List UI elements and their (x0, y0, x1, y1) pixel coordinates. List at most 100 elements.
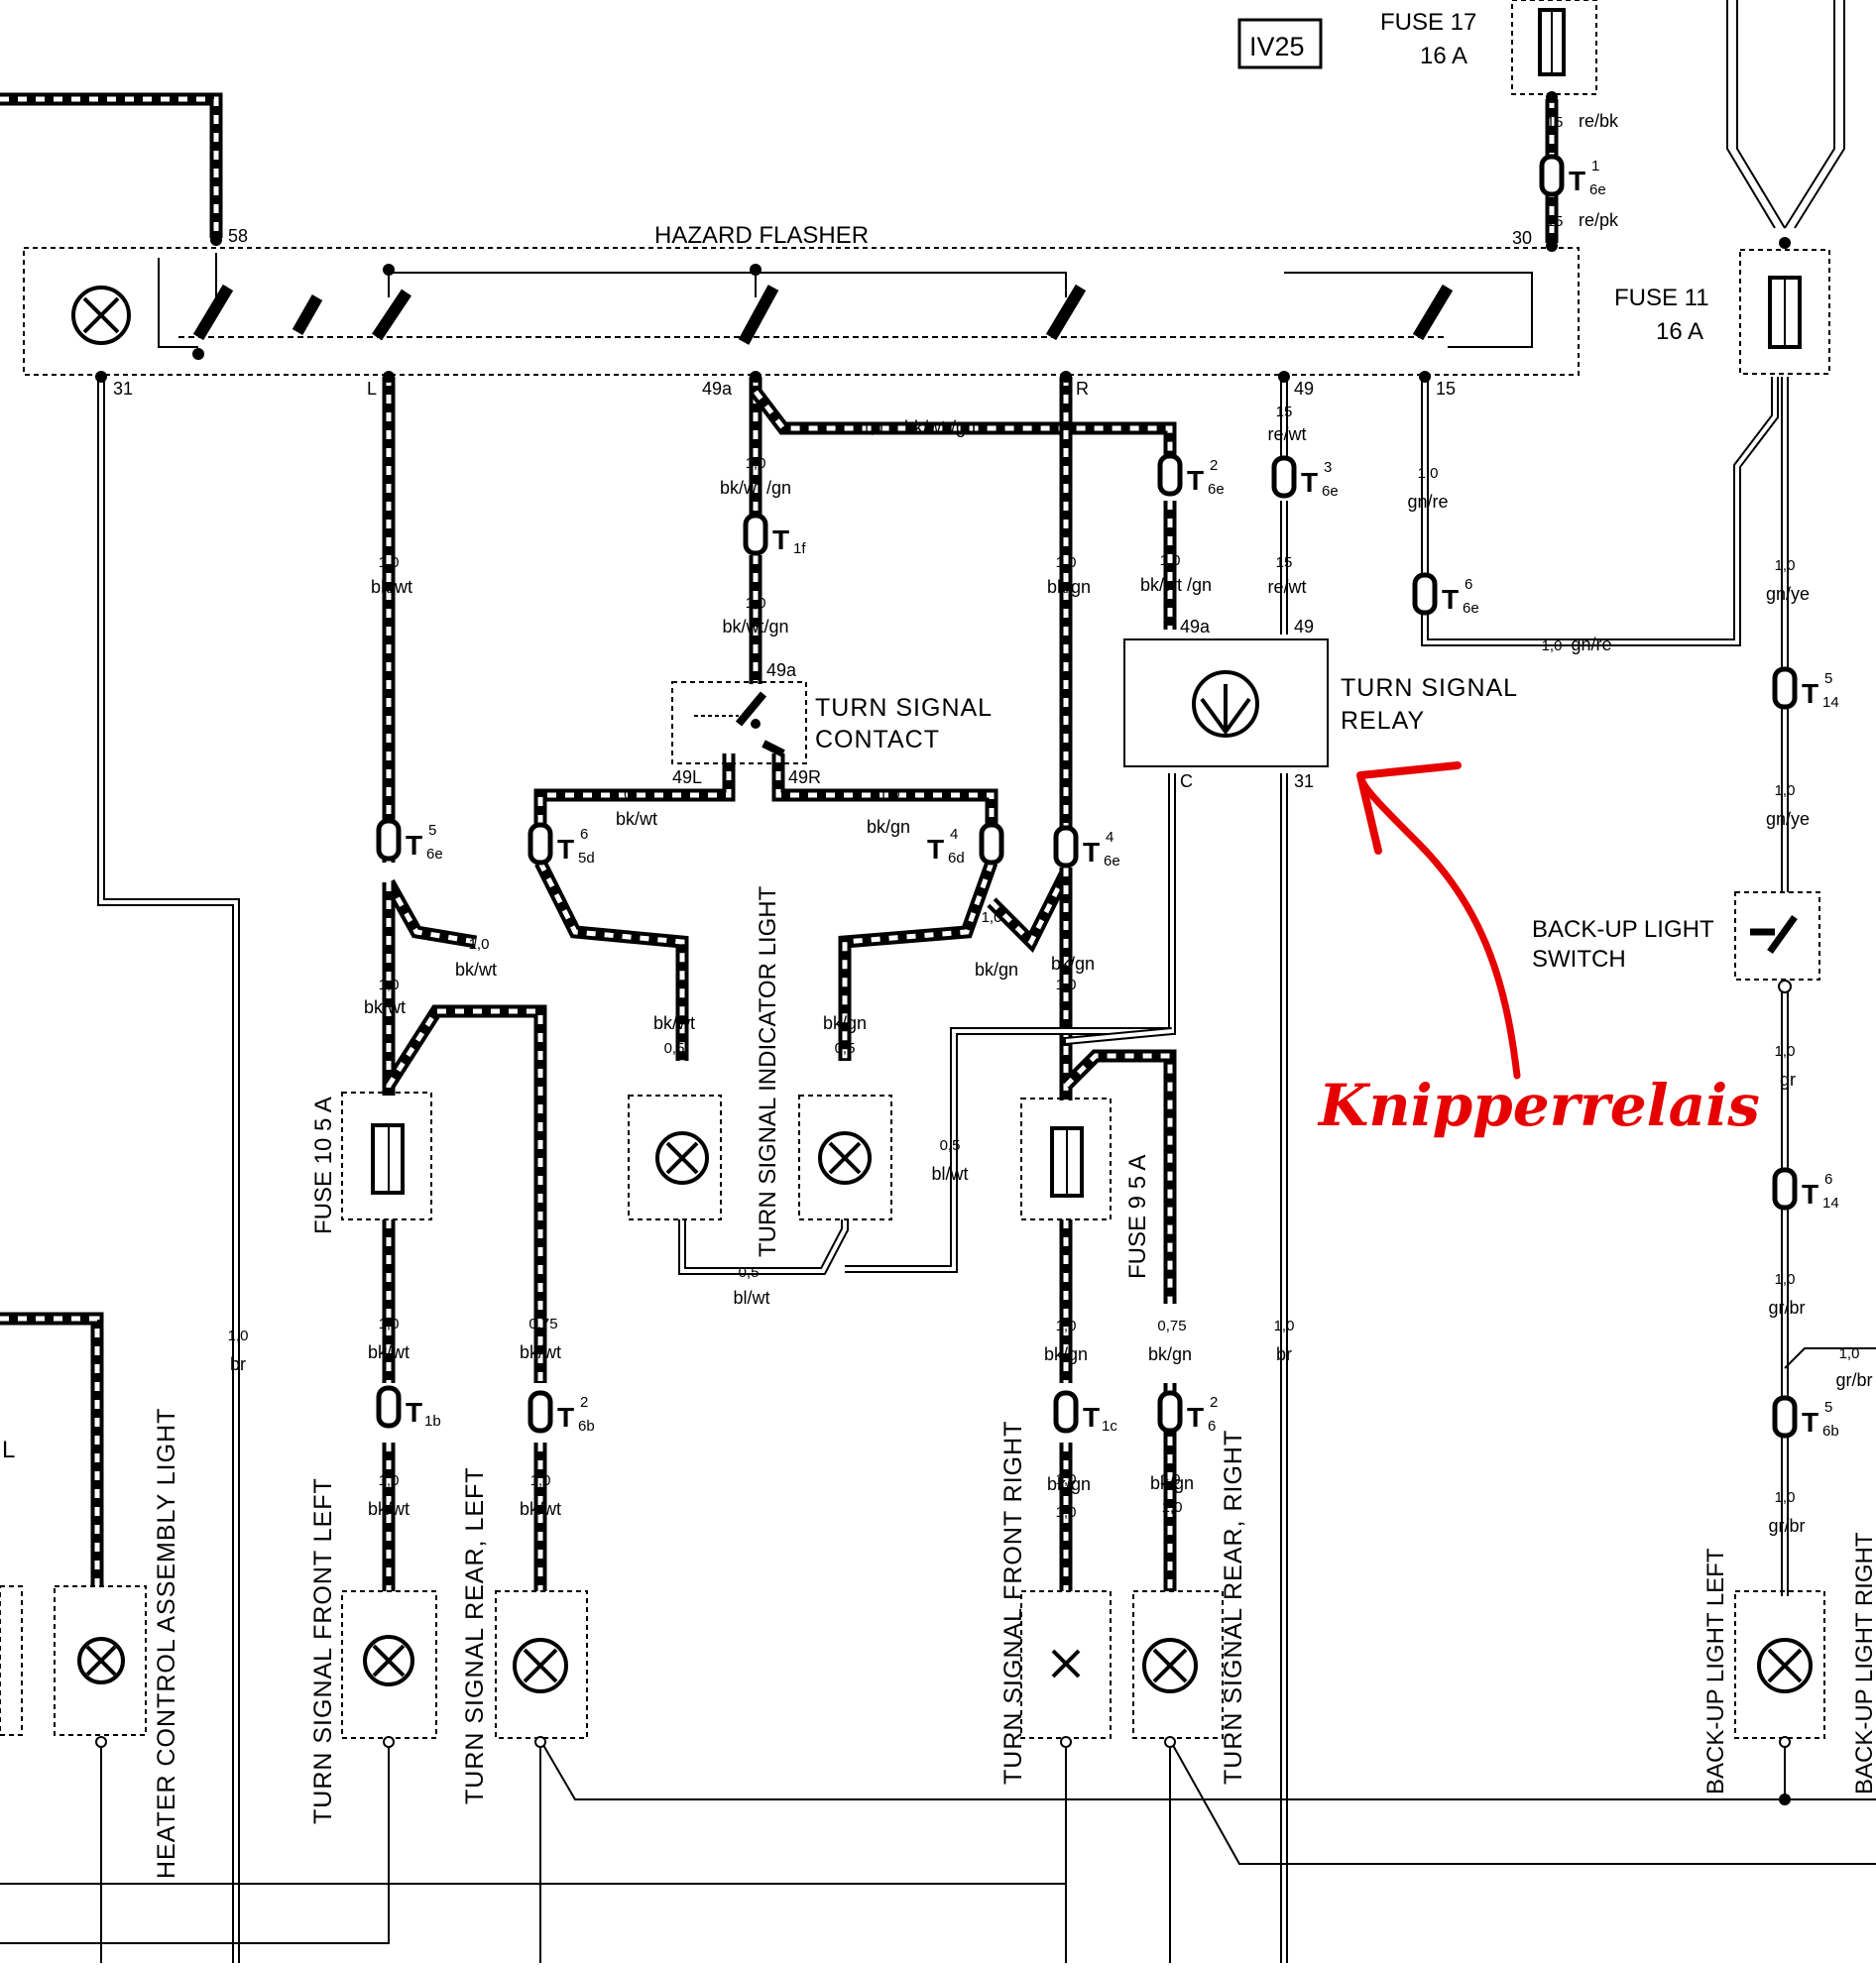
turn-signal-relay-label-b: RELAY (1341, 707, 1425, 735)
svg-text:T: T (1083, 1402, 1100, 1433)
fuse11-label-b: 16 A (1656, 318, 1703, 345)
annotation-text: Knipperrelais (1317, 1072, 1760, 1139)
svg-text:gn/ye: gn/ye (1766, 809, 1810, 829)
svg-text:1,0: 1,0 (1775, 557, 1796, 574)
svg-text:bk/wt/gn: bk/wt/gn (722, 617, 788, 637)
svg-text:bk/wt /gn: bk/wt /gn (720, 478, 791, 498)
wire-tag: 1,0bk/gn (867, 786, 910, 837)
flasher-switch-contacts (192, 284, 1454, 345)
svg-text:gn/re: gn/re (1571, 635, 1611, 654)
svg-text:1c: 1c (1102, 1418, 1117, 1435)
wire-tag: 1,0bk/wt /gn (1140, 552, 1212, 595)
svg-text:2: 2 (580, 1394, 588, 1411)
svg-text:1,0: 1,0 (879, 786, 900, 803)
svg-text:15: 15 (1276, 554, 1293, 571)
svg-text:bk/wt: bk/wt (520, 1342, 561, 1362)
svg-text:re/pk: re/pk (1579, 210, 1619, 230)
svg-text:0,5: 0,5 (739, 1264, 760, 1281)
svg-text:T: T (1187, 1402, 1204, 1433)
svg-text:bl/wt: bl/wt (733, 1288, 769, 1308)
svg-text:1,0: 1,0 (1056, 554, 1077, 571)
terminal-31: 31 (113, 379, 133, 399)
knipperrelais-annotation: Knipperrelais (1317, 761, 1760, 1139)
svg-text:6: 6 (1208, 1418, 1216, 1435)
wire-tag: 1,0 br (1274, 1318, 1295, 1364)
svg-text:br: br (1276, 1344, 1292, 1364)
front-right-lamp-icon (1051, 1649, 1081, 1679)
backup-light-switch (1734, 891, 1820, 993)
fuse10-label: FUSE 10 5 A (310, 1097, 337, 1234)
wire-tag: 1,0bk/gn (975, 909, 1018, 980)
fuse-10 (341, 1092, 432, 1220)
svg-text:15: 15 (1547, 213, 1564, 230)
svg-text:15: 15 (1276, 404, 1293, 420)
fuse17-label-a: FUSE 17 (1380, 9, 1476, 36)
svg-text:6e: 6e (1322, 483, 1339, 500)
svg-text:1,0: 1,0 (1839, 1345, 1860, 1362)
svg-text:4: 4 (1106, 829, 1114, 846)
wire-tag: 1,0bk/wt (368, 1472, 410, 1519)
svg-text:5: 5 (1824, 1399, 1832, 1416)
svg-text:T: T (927, 834, 944, 865)
turn-signal-relay (1123, 638, 1329, 767)
wire-tag: 1,0gn/re (1407, 465, 1448, 512)
svg-text:1,0: 1,0 (530, 1472, 551, 1489)
svg-text:1,0: 1,0 (1056, 1504, 1077, 1521)
terminal-15: 15 (1436, 379, 1456, 399)
svg-text:bk/gn: bk/gn (1047, 577, 1091, 597)
contact-switch-icon (735, 691, 785, 757)
iv25-label: IV25 (1249, 32, 1305, 61)
backup-switch-label-a: BACK-UP LIGHT (1532, 916, 1714, 943)
svg-text:1,0: 1,0 (1274, 1318, 1295, 1334)
connector-symbols (376, 154, 1798, 1439)
svg-text:6b: 6b (1822, 1423, 1839, 1440)
svg-text:1,0: 1,0 (228, 1328, 249, 1344)
svg-text:re/bk: re/bk (1579, 111, 1619, 131)
svg-text:re/wt: re/wt (1267, 577, 1306, 597)
iv25-badge (1237, 18, 1323, 69)
svg-text:T: T (406, 1397, 422, 1428)
svg-text:gn/ye: gn/ye (1766, 584, 1810, 604)
wire-harness-top (1726, 0, 1845, 229)
wire-tag: 1,0 (1162, 1499, 1183, 1516)
indicator-light-label: TURN SIGNAL INDICATOR LIGHT (755, 885, 781, 1257)
wire-tag: 1,0gr/br (1835, 1345, 1872, 1390)
svg-text:1,0: 1,0 (1056, 977, 1077, 993)
backup-left-label: BACK-UP LIGHT LEFT (1702, 1548, 1729, 1794)
wire-tag: 15 re/wt (1267, 554, 1306, 597)
svg-text:T: T (1802, 678, 1818, 709)
svg-text:1f: 1f (793, 540, 806, 557)
svg-text:1,0: 1,0 (379, 1472, 400, 1489)
svg-text:T: T (1083, 837, 1100, 868)
svg-text:1,0: 1,0 (1542, 637, 1563, 654)
svg-text:bk/gn: bk/gn (1150, 1473, 1194, 1493)
svg-text:1,0: 1,0 (379, 554, 400, 571)
svg-text:1,0: 1,0 (1162, 1499, 1183, 1516)
svg-text:bk/wt: bk/wt (368, 1342, 410, 1362)
wire-tag: 0,5 bl/wt (733, 1264, 769, 1308)
terminal-30: 30 (1512, 228, 1532, 248)
svg-text:bk/wt: bk/wt (371, 577, 412, 597)
svg-text:T: T (1802, 1407, 1818, 1438)
svg-text:3: 3 (1324, 459, 1332, 476)
turn-signal-contact-label-b: CONTACT (815, 726, 940, 753)
rear-left-label: TURN SIGNAL REAR, LEFT (461, 1466, 489, 1804)
svg-text:5: 5 (1824, 670, 1832, 687)
svg-text:6e: 6e (426, 846, 443, 863)
wire-tag: 15 re/pk (1547, 210, 1619, 230)
svg-text:1,0: 1,0 (746, 455, 766, 472)
wire-tag: 1,0bk/gn (1044, 1318, 1088, 1364)
svg-text:bk/gn: bk/gn (1047, 1474, 1091, 1494)
